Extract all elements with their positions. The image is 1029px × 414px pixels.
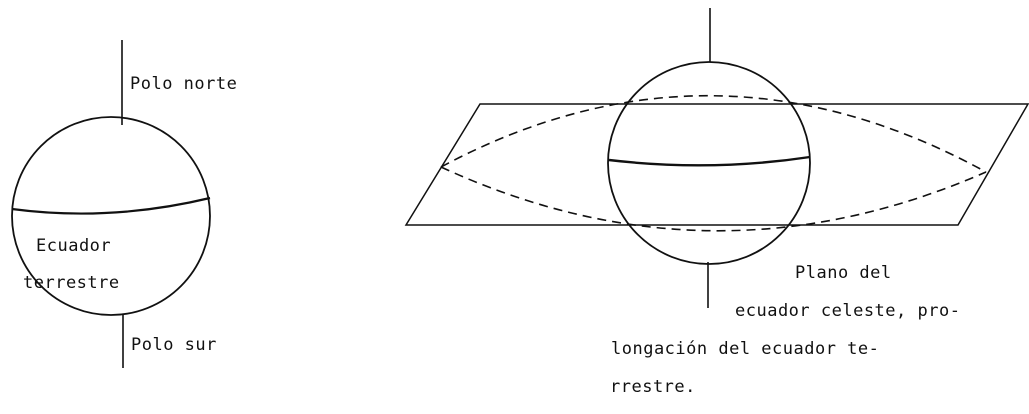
plane-label-line4: rrestre. xyxy=(610,377,696,397)
celestial-globe xyxy=(607,61,811,265)
south-pole-label: Polo sur xyxy=(131,335,217,355)
plane-label-line1: Plano del xyxy=(795,263,892,283)
earth-figure xyxy=(11,40,211,368)
celestial-equator-line xyxy=(608,155,811,167)
plane-label-line2: ecuador celeste, pro- xyxy=(735,301,961,321)
equator-label-line2: terrestre xyxy=(23,273,120,293)
celestial-figure xyxy=(404,8,1029,308)
plane-ellipse-upper xyxy=(440,94,987,173)
celestial-equator-plane xyxy=(404,103,1029,226)
north-pole-label: Polo norte xyxy=(130,74,238,94)
equator-label-line1: Ecuador xyxy=(36,236,112,256)
earth-equator-line xyxy=(11,196,211,215)
plane-ellipse-lower xyxy=(440,166,987,232)
plane-label-line3: longación del ecuador te- xyxy=(611,339,880,359)
earth-globe xyxy=(11,116,211,316)
